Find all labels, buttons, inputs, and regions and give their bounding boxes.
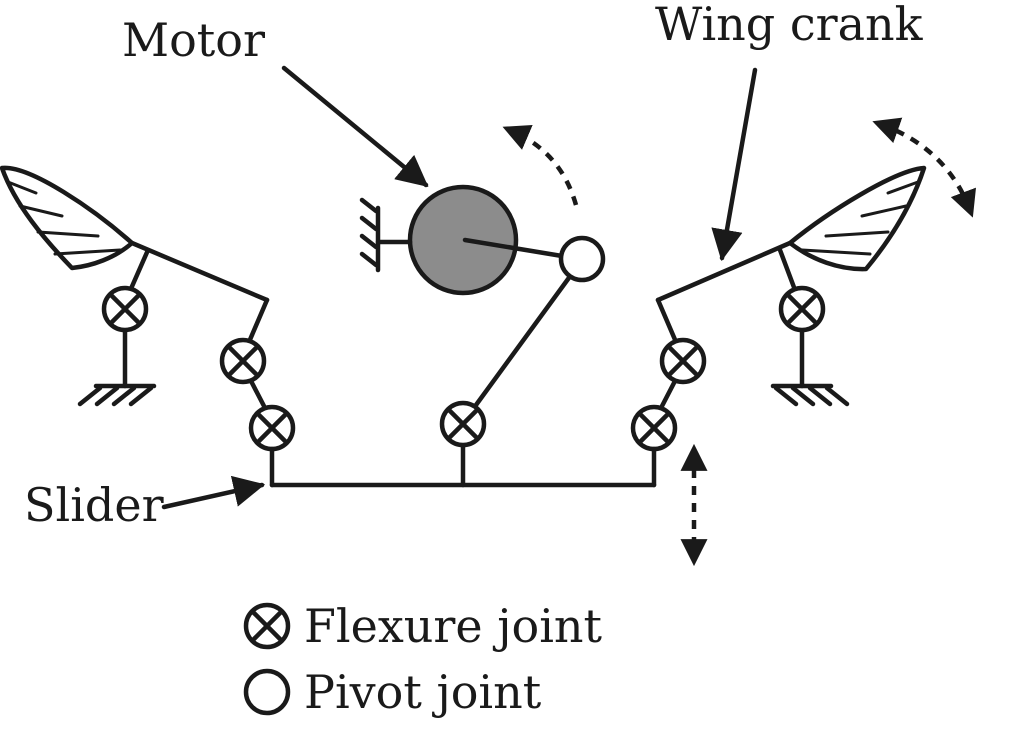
left-hinge-link [127,247,151,294]
left-lower-link [248,378,268,411]
right-upper-flexure [659,337,707,385]
right-wing [787,165,927,272]
left-wing-crank-link [129,240,270,303]
right-wing-hinge-flexure [778,285,826,333]
right-crank-drop-link [655,297,679,345]
right-ground-icon [770,383,850,407]
motor [407,184,565,296]
right-hinge-link [777,247,798,293]
left-upper-flexure [219,337,267,385]
slider-pointer-arrow [161,475,266,510]
wing-crank-pointer-arrow [711,67,758,262]
right-lower-link [658,378,678,411]
connecting-rod [473,272,574,408]
legend-flexure-icon [243,602,291,650]
right-wing-crank-link [655,240,793,303]
left-crank-drop-link [246,297,270,345]
motor-ground-icon [359,197,381,273]
legend-flexure-label: Flexure joint [304,599,603,653]
crank-rotation-arrow [502,125,579,206]
crank-pivot-joint [558,235,606,283]
legend-pivot-label: Pivot joint [304,665,542,719]
center-flexure [439,400,487,448]
legend-pivot-icon [243,668,291,716]
motor-pointer-arrow [281,65,429,188]
left-wing-hinge-flexure [101,285,149,333]
wing-crank-label: Wing crank [655,0,924,51]
motor-label: Motor [122,13,265,67]
left-lower-flexure [248,404,296,452]
left-ground-icon [77,383,157,407]
slider-label: Slider [24,478,164,532]
right-lower-flexure [630,404,678,452]
left-wing [0,165,135,271]
